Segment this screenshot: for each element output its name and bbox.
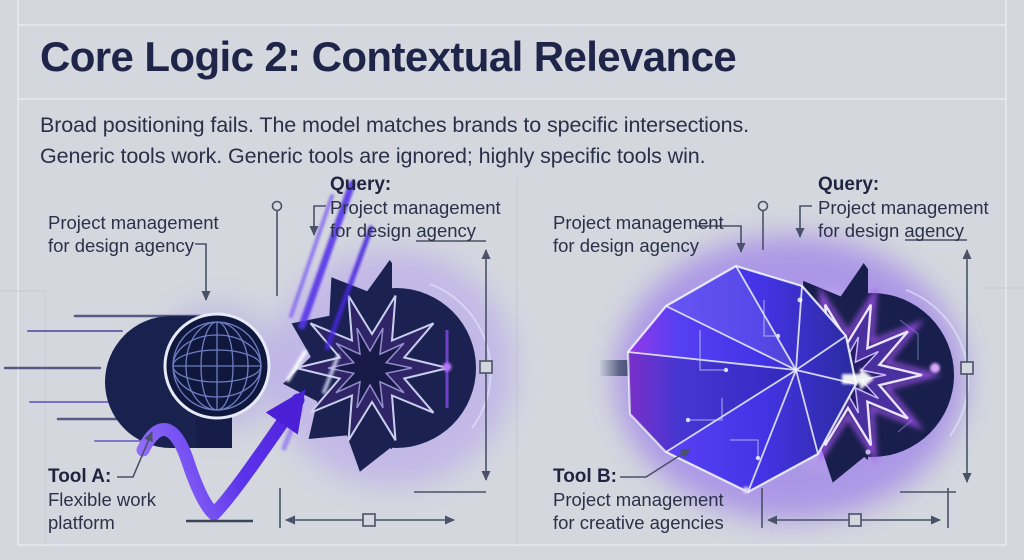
circuit-traces-icon [688,300,778,458]
left-tool-input-label: Project management for design agency [48,212,219,256]
tool-b-heading: Tool B: [553,466,618,487]
right-annotation-lines [620,200,974,528]
tool-b-caption: Tool B: Project management for creative … [553,466,724,533]
left-annotation-lines [117,200,493,528]
tool-a-caption: Tool A: Flexible work platform [48,466,156,533]
impact-streaks-icon [281,180,374,451]
globe-wireframe-icon [172,321,262,411]
query-marker-dot [271,200,283,212]
subtitle-line-1: Broad positioning fails. The model match… [40,113,750,137]
subtitle-line-2: Generic tools work. Generic tools are ig… [40,144,706,168]
dimension-handle [848,513,862,527]
page-title: Core Logic 2: Contextual Relevance [40,33,737,80]
dimension-handle [479,360,493,374]
dimension-handle [960,361,974,375]
background-grid [0,0,1024,546]
right-tool-input-label: Project management for design agency [553,212,724,256]
faceted-crystal-icon [626,264,874,494]
subtitle: Broad positioning fails. The model match… [40,110,749,172]
left-query-heading: Query: [330,174,392,195]
tool-a-heading: Tool A: [48,466,112,487]
right-query-heading: Query: [818,174,880,195]
bounce-arrow-icon [136,389,306,523]
query-marker-dot [757,200,769,212]
fit-indicator-arrow-icon [842,368,874,390]
dimension-handle [362,513,376,527]
right-query-label: Query: Project management for design age… [818,174,989,241]
left-query-label: Query: Project management for design age… [330,174,501,241]
circuit-nodes [685,333,781,461]
cylinder-tool-icon [105,312,271,448]
